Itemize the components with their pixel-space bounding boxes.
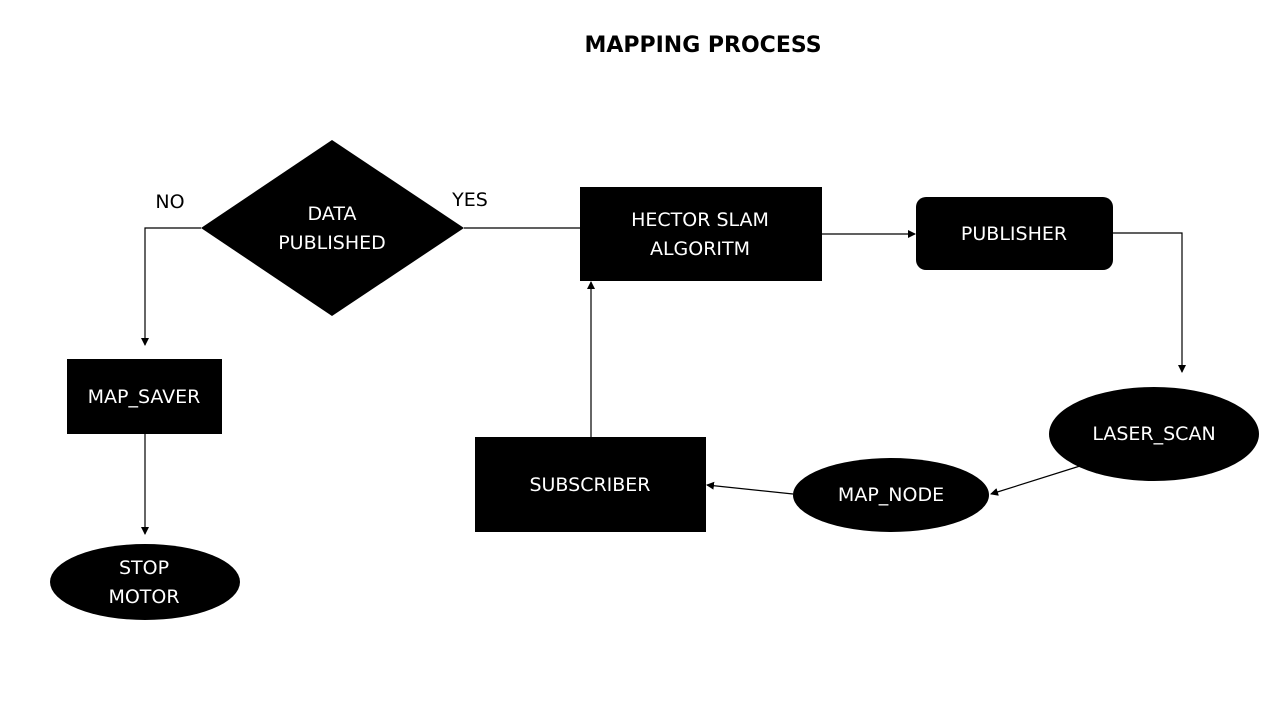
subscriber-label: SUBSCRIBER [529,474,650,496]
connector-laserscan-mapnode [990,465,1081,496]
hector-line2: ALGORITM [650,238,750,260]
edge-label-yes: YES [451,189,488,211]
edge-label-no: NO [155,191,184,213]
connector-no [141,227,201,346]
laser-scan-label: LASER_SCAN [1092,423,1215,445]
hector-line1: HECTOR SLAM [631,209,769,231]
connector-mapnode-subscriber [706,481,794,495]
stop-motor-line2: MOTOR [108,586,179,608]
node-hector-slam: HECTOR SLAM ALGORITM [580,187,822,281]
publisher-label: PUBLISHER [961,223,1067,245]
stop-motor-line1: STOP [119,557,169,579]
map-saver-label: MAP_SAVER [88,386,201,408]
node-subscriber: SUBSCRIBER [475,437,706,532]
map-node-label: MAP_NODE [838,484,944,506]
decision-data-published: DATA PUBLISHED [201,140,464,316]
node-laser-scan: LASER_SCAN [1049,387,1259,481]
node-map-saver: MAP_SAVER [67,359,222,434]
node-stop-motor: STOP MOTOR [50,544,240,620]
connector-publisher-laserscan [1113,232,1186,373]
decision-line1: DATA [308,203,357,225]
node-publisher: PUBLISHER [916,197,1113,270]
node-map-node: MAP_NODE [793,458,989,532]
decision-line2: PUBLISHED [278,232,386,254]
diagram-title: MAPPING PROCESS [584,33,821,58]
